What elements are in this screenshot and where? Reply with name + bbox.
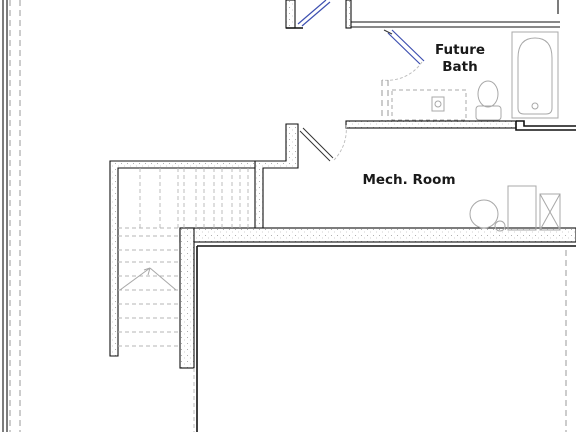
stair-treads — [118, 168, 249, 347]
future-bath-label: Future Bath — [420, 42, 500, 76]
upper-door — [297, 0, 331, 27]
bath-toilet — [475, 80, 502, 121]
mech-left-wall — [254, 123, 299, 233]
upper-hall-walls — [285, 0, 560, 29]
bath-vanity — [391, 89, 467, 121]
mech-door — [299, 123, 347, 162]
mech-top-wall — [345, 120, 576, 131]
outer-dashed-guides — [9, 0, 567, 432]
water-heater — [469, 199, 506, 232]
stair-walls — [109, 160, 256, 357]
bath-tub — [511, 31, 559, 119]
lower-room-walls — [193, 245, 576, 432]
mech-bottom-wall — [179, 227, 576, 369]
future-bath-label-line2: Bath — [442, 59, 478, 75]
future-bath-label-line1: Future — [434, 42, 486, 58]
bath-left-wall — [381, 80, 389, 124]
furnace — [507, 185, 561, 231]
mech-room-label: Mech. Room — [362, 172, 456, 188]
bath-door — [381, 29, 425, 81]
left-exterior-wall — [2, 0, 8, 432]
